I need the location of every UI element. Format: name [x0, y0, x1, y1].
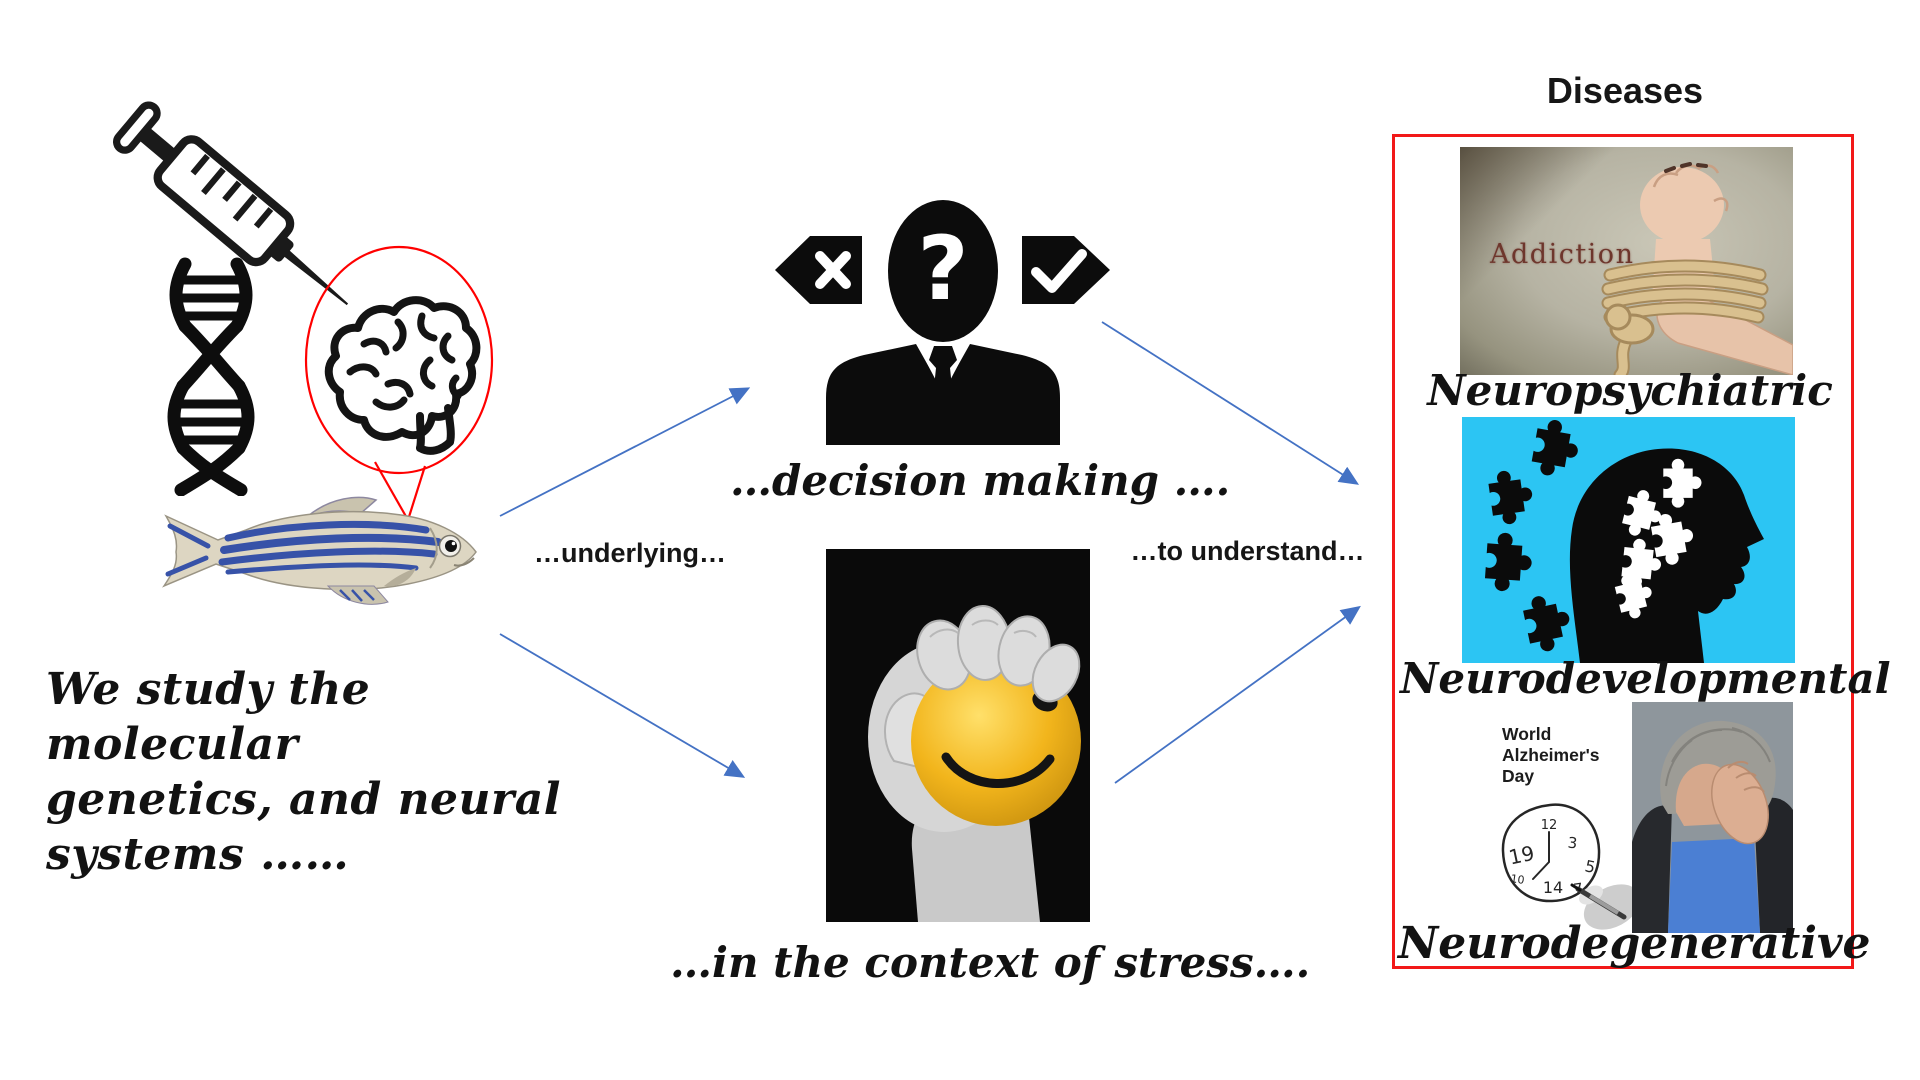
smiley-smile [941, 752, 1055, 788]
clock-number: 12 [1541, 818, 1558, 833]
callout-tail [374, 461, 427, 521]
arrow-stress-to-diseases [1114, 605, 1361, 784]
fish-gill [429, 527, 438, 569]
arrow-decision-to-diseases [1101, 321, 1360, 485]
clock-number: 10 [1510, 872, 1526, 887]
underlying-label: …underlying… [533, 538, 726, 568]
arrow-fish-to-decision [499, 387, 751, 517]
arrow-fish-to-stress [499, 633, 746, 778]
tied-hands-addiction-image: Addiction [1460, 147, 1793, 375]
person-tie [929, 346, 957, 438]
alz-caption-line-3: Day [1502, 766, 1534, 786]
clock-number: 14 [1543, 878, 1563, 897]
puzzle-head-image [1462, 417, 1795, 663]
neuropsychiatric-label: Neuropsychiatric [1427, 366, 1833, 415]
fish-mouth [453, 557, 475, 567]
accept-tag-icon [1022, 236, 1110, 304]
red-callout-circle [304, 245, 494, 475]
to-understand-label: …to understand… [1130, 536, 1365, 566]
fingers [916, 605, 1081, 703]
person-head [888, 200, 998, 342]
world-alzheimers-day-image: World Alzheimer's Day 12 3 19 5 10 14 7 [1460, 702, 1793, 933]
fish-stripes [165, 520, 442, 577]
blue-shirt [1668, 838, 1760, 933]
decision-person-icon: ? [775, 200, 1110, 445]
man-photo [1632, 702, 1793, 933]
intro-line-2: genetics, and neural [46, 774, 561, 825]
clock-number: 19 [1507, 841, 1537, 870]
decision-making-label: …decision making …. [730, 456, 1231, 505]
clock-number: 5 [1583, 856, 1597, 877]
intro-line-1: We study the molecular [46, 664, 371, 770]
alz-caption-line-1: World [1502, 724, 1551, 744]
dna-helix-icon [167, 257, 255, 496]
fingernails [1664, 162, 1708, 173]
reject-tag-icon [775, 236, 862, 304]
intro-line-3: systems …… [46, 829, 350, 880]
clock-number: 3 [1567, 834, 1578, 853]
hand-drawn-clock: 12 3 19 5 10 14 7 [1501, 803, 1601, 903]
diseases-box [1392, 134, 1854, 969]
syringe-icon [113, 101, 349, 306]
hand-on-face [1711, 763, 1769, 845]
neurodevelopmental-label: Neurodevelopmental [1400, 654, 1891, 703]
fish-pectoral-fin [384, 568, 416, 587]
intro-text: We study the molecular genetics, and neu… [46, 662, 606, 882]
alz-caption-line-2: Alzheimer's [1502, 745, 1600, 765]
addiction-caption: Addiction [1490, 239, 1635, 270]
stress-ball-image [826, 549, 1090, 922]
zebrafish-image [161, 496, 477, 605]
brain-in-circle-icon [304, 245, 494, 521]
jacket-left [1632, 805, 1672, 933]
diseases-title: Diseases [1546, 70, 1704, 111]
neurodegenerative-label: Neurodegenerative [1398, 918, 1871, 969]
question-mark: ? [917, 217, 968, 320]
brain-icon [324, 296, 481, 455]
fist-hand [1640, 167, 1724, 243]
context-of-stress-label: …in the context of stress…. [670, 938, 1311, 987]
hand-with-pen [1570, 883, 1641, 930]
